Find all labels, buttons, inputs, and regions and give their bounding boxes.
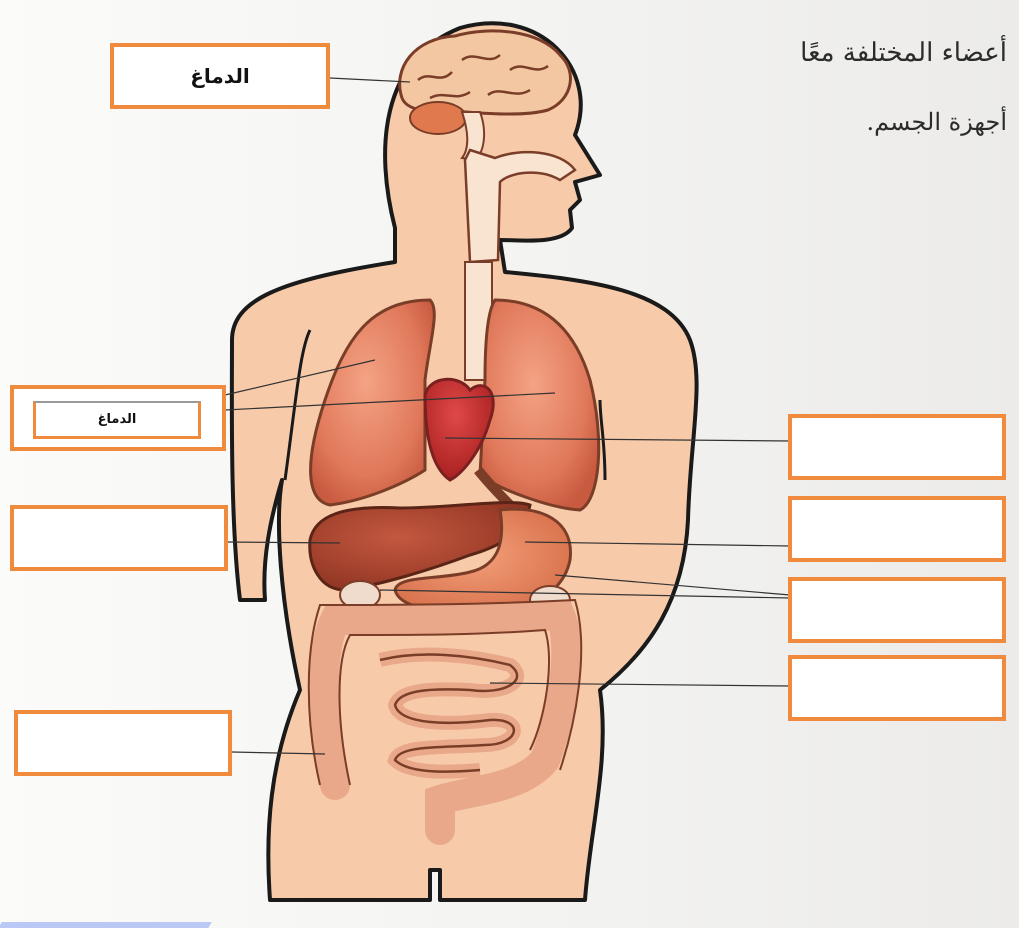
label-box-stomach[interactable] [788,496,1006,562]
label-brain-text: الدماغ [190,64,249,88]
label-box-heart[interactable] [788,414,1006,480]
brain-shape [400,31,571,114]
label-box-large-intestine[interactable] [14,710,232,776]
decorative-stripe [0,922,212,928]
label-box-brain[interactable]: الدماغ [110,43,330,109]
label-lungs-text: الدماغ [98,412,137,427]
label-box-kidneys[interactable] [788,577,1006,643]
label-box-liver[interactable] [10,505,228,571]
cerebellum-shape [410,102,466,134]
label-lungs-inner: الدماغ [33,401,201,439]
label-box-small-intestine[interactable] [788,655,1006,721]
